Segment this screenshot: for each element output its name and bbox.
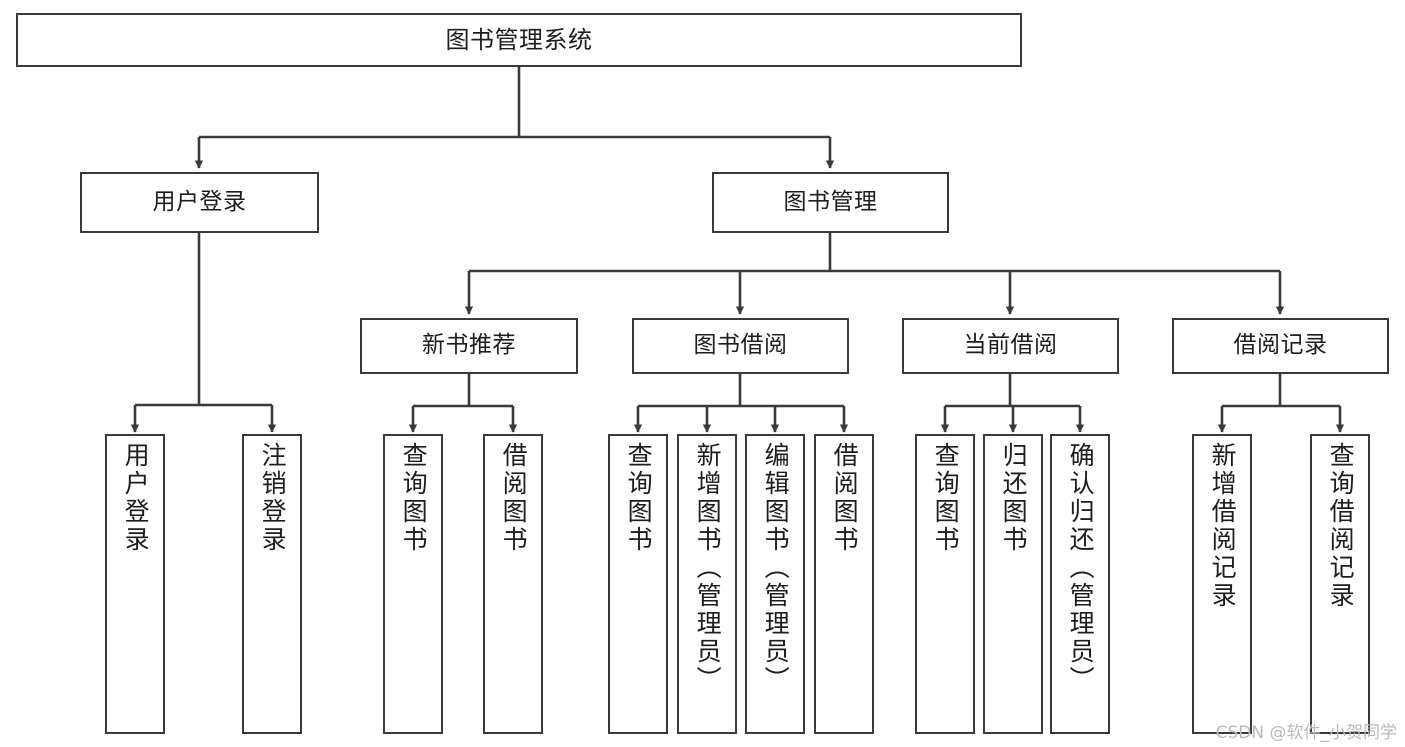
node-label: 图书管理 bbox=[783, 188, 878, 215]
node-user-login[interactable]: 用户登录 bbox=[80, 172, 319, 233]
node-label: 编辑图书（管理员） bbox=[761, 442, 791, 694]
node-label: 查询借阅记录 bbox=[1326, 442, 1356, 610]
leaf-bb-query-book[interactable]: 查询图书 bbox=[608, 434, 668, 734]
leaf-cb-return-book[interactable]: 归还图书 bbox=[983, 434, 1043, 734]
node-label: 图书借阅 bbox=[693, 332, 788, 359]
leaf-cb-confirm-return-admin[interactable]: 确认归还（管理员） bbox=[1050, 434, 1110, 734]
leaf-bb-edit-book-admin[interactable]: 编辑图书（管理员） bbox=[745, 434, 805, 734]
node-new-book-recommend[interactable]: 新书推荐 bbox=[360, 318, 578, 374]
leaf-logout[interactable]: 注销登录 bbox=[242, 434, 302, 734]
node-label: 归还图书 bbox=[999, 442, 1029, 554]
node-label: 借阅图书 bbox=[830, 442, 860, 554]
leaf-bb-borrow-book[interactable]: 借阅图书 bbox=[814, 434, 874, 734]
node-label: 新增借阅记录 bbox=[1208, 442, 1238, 610]
node-root-book-management-system[interactable]: 图书管理系统 bbox=[16, 13, 1022, 67]
node-label: 新书推荐 bbox=[422, 332, 516, 359]
node-label: 确认归还（管理员） bbox=[1066, 442, 1096, 694]
node-label: 查询图书 bbox=[624, 442, 654, 554]
leaf-user-login[interactable]: 用户登录 bbox=[105, 434, 165, 734]
node-book-borrow[interactable]: 图书借阅 bbox=[632, 318, 849, 374]
leaf-br-query-record[interactable]: 查询借阅记录 bbox=[1310, 434, 1370, 734]
node-label: 新增图书（管理员） bbox=[693, 442, 723, 694]
node-borrow-record[interactable]: 借阅记录 bbox=[1172, 318, 1389, 374]
node-label: 查询图书 bbox=[931, 442, 961, 554]
node-label: 注销登录 bbox=[258, 442, 288, 554]
node-label: 用户登录 bbox=[152, 188, 247, 215]
node-book-management[interactable]: 图书管理 bbox=[712, 172, 949, 233]
node-label: 查询图书 bbox=[399, 442, 429, 554]
leaf-nb-query-book[interactable]: 查询图书 bbox=[383, 434, 443, 734]
leaf-nb-borrow-book[interactable]: 借阅图书 bbox=[483, 434, 543, 734]
csdn-watermark: CSDN @软件_小贺同学 bbox=[1215, 723, 1397, 743]
leaf-br-add-record[interactable]: 新增借阅记录 bbox=[1192, 434, 1252, 734]
node-label: 用户登录 bbox=[121, 442, 151, 554]
node-label: 当前借阅 bbox=[963, 332, 1058, 359]
node-label: 图书管理系统 bbox=[445, 25, 593, 54]
node-current-borrow[interactable]: 当前借阅 bbox=[902, 318, 1119, 374]
leaf-cb-query-book[interactable]: 查询图书 bbox=[915, 434, 975, 734]
leaf-bb-add-book-admin[interactable]: 新增图书（管理员） bbox=[677, 434, 737, 734]
node-label: 借阅记录 bbox=[1233, 332, 1328, 359]
node-label: 借阅图书 bbox=[499, 442, 529, 554]
